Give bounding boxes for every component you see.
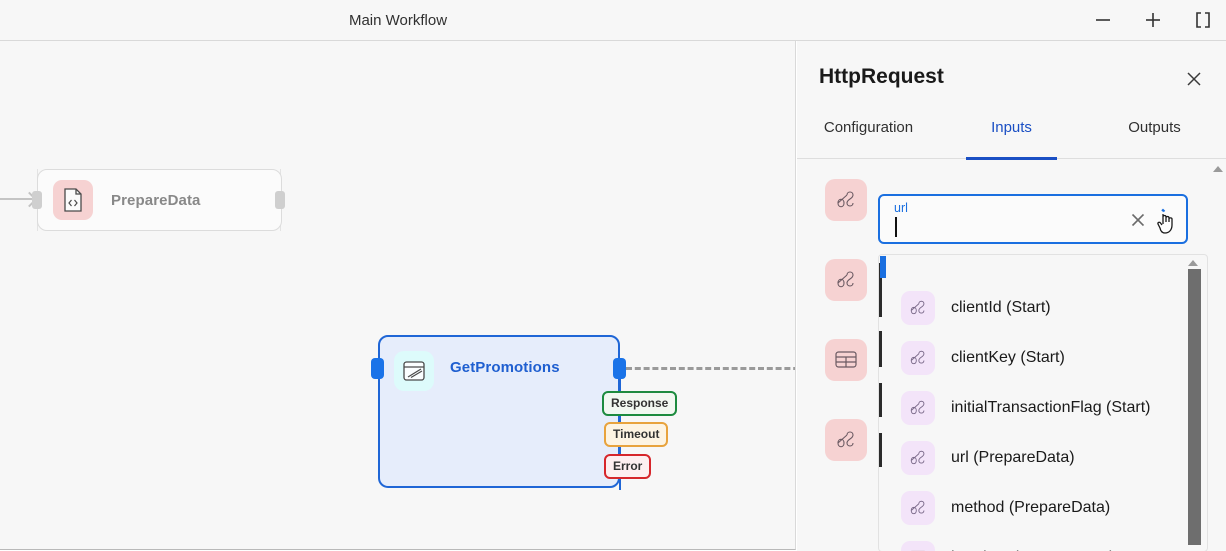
code-file-icon [53, 180, 93, 220]
node-output-port[interactable] [275, 191, 285, 209]
list-item-label: headers (PrepareData) [951, 549, 1115, 551]
squiggle-icon [901, 491, 935, 525]
text-caret [895, 217, 897, 237]
list-item[interactable]: url (PrepareData) [879, 433, 1189, 483]
node-label: PrepareData [111, 191, 201, 209]
suggestion-list: clientId (Start) clientKey (Start) initi… [879, 283, 1189, 551]
canvas-tools [1088, 0, 1218, 40]
squiggle-icon [901, 291, 935, 325]
input-row [797, 331, 1226, 411]
list-item[interactable]: initialTransactionFlag (Start) [879, 383, 1189, 433]
tab-inputs[interactable]: Inputs [940, 114, 1083, 160]
incoming-edge [0, 198, 34, 200]
port-rail [619, 478, 621, 490]
node-getpromotions[interactable]: GetPromotions [378, 335, 620, 488]
squiggle-icon [901, 391, 935, 425]
dropdown-marker [880, 256, 886, 278]
port-badge-response[interactable]: Response [602, 391, 678, 416]
url-input[interactable]: url [878, 194, 1188, 244]
list-item[interactable]: headers (PrepareData) [879, 533, 1189, 551]
panel-title: HttpRequest [819, 65, 944, 88]
dropdown-scrollbar-thumb[interactable] [1188, 269, 1201, 545]
panel-scroll-up-arrow[interactable] [1213, 162, 1223, 172]
panel-tabs: Configuration Inputs Outputs [797, 114, 1226, 160]
list-item[interactable]: clientKey (Start) [879, 333, 1189, 383]
clear-icon[interactable] [1127, 209, 1149, 231]
list-item-label: method (PrepareData) [951, 499, 1111, 516]
tab-outputs[interactable]: Outputs [1128, 119, 1181, 136]
port-rail [619, 414, 621, 424]
node-input-port[interactable] [371, 358, 384, 379]
squiggle-icon [825, 419, 867, 461]
window-diagonal-icon [394, 351, 434, 391]
squiggle-icon [901, 441, 935, 475]
panel-body [797, 159, 1226, 549]
table-icon [825, 339, 867, 381]
list-item-label: url (PrepareData) [951, 449, 1075, 466]
workflow-canvas[interactable]: PrepareData GetPromotions Response Timeo… [0, 41, 796, 550]
port-rail [619, 446, 621, 456]
pointer-cursor-icon [1154, 208, 1180, 238]
input-row [797, 251, 1226, 331]
fit-to-screen-button[interactable] [1188, 5, 1218, 35]
list-item-label: clientId (Start) [951, 299, 1051, 316]
list-item-label: clientKey (Start) [951, 349, 1065, 366]
dropdown-left-edge [879, 255, 882, 551]
input-row [797, 411, 1226, 491]
input-rows [797, 171, 1226, 491]
node-preparedata[interactable]: PrepareData [37, 169, 282, 231]
zoom-in-button[interactable] [1138, 5, 1168, 35]
squiggle-icon [825, 259, 867, 301]
table-icon [901, 541, 935, 551]
port-rail [619, 379, 621, 393]
node-input-port[interactable] [32, 191, 42, 209]
node-output-port[interactable] [613, 358, 626, 379]
list-item[interactable]: clientId (Start) [879, 283, 1189, 333]
input-row [797, 171, 1226, 251]
url-input-label: url [894, 201, 908, 215]
list-item[interactable]: method (PrepareData) [879, 483, 1189, 533]
top-bar: Main Workflow [0, 0, 1226, 41]
port-badge-timeout[interactable]: Timeout [604, 422, 669, 447]
tab-configuration[interactable]: Configuration [823, 119, 914, 136]
outgoing-edge [626, 367, 795, 370]
dropdown-scroll-up-arrow[interactable] [1188, 260, 1198, 266]
squiggle-icon [825, 179, 867, 221]
port-badge-error[interactable]: Error [604, 454, 652, 479]
squiggle-icon [901, 341, 935, 375]
page-title: Main Workflow [348, 11, 448, 29]
close-icon[interactable] [1181, 66, 1207, 92]
panel-header: HttpRequest [797, 41, 1226, 114]
zoom-out-button[interactable] [1088, 5, 1118, 35]
suggestion-dropdown[interactable]: clientId (Start) clientKey (Start) initi… [878, 254, 1208, 551]
node-label: GetPromotions [450, 359, 560, 376]
properties-panel: HttpRequest Configuration Inputs Outputs [797, 41, 1226, 551]
list-item-label: initialTransactionFlag (Start) [951, 399, 1151, 416]
